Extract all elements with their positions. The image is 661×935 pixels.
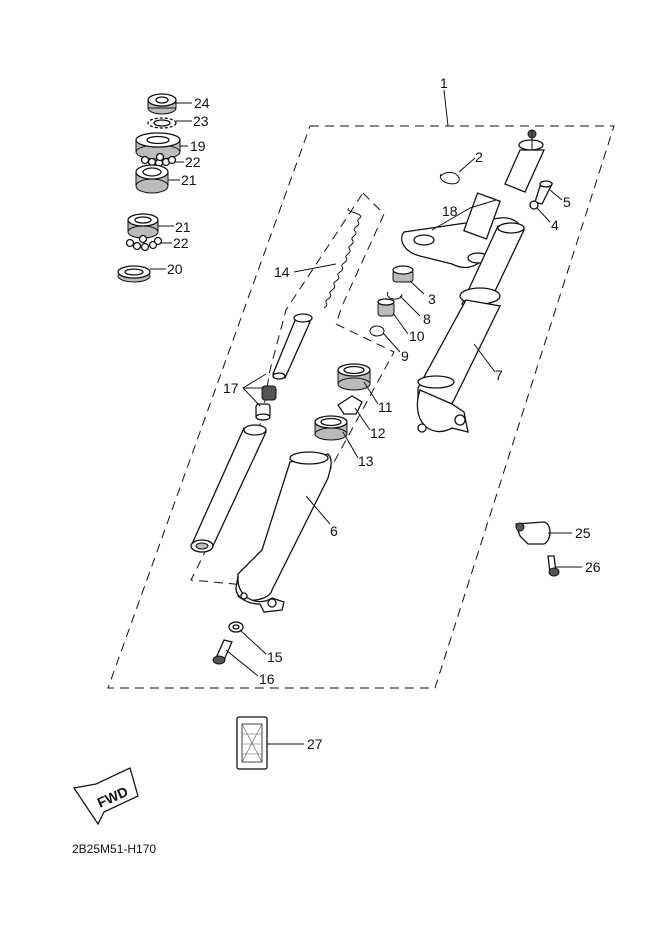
inner-assembly-boundary <box>190 192 395 588</box>
fork-assembly-7 <box>416 222 525 433</box>
label-plate-27 <box>236 716 268 770</box>
callout-6: 6 <box>330 523 338 539</box>
callout-14: 14 <box>274 264 290 280</box>
clip-12 <box>337 395 363 415</box>
callout-8: 8 <box>423 311 431 327</box>
callout-12: 12 <box>370 425 386 441</box>
callout-13: 13 <box>358 453 374 469</box>
callout-19: 19 <box>190 138 206 154</box>
under-bracket-18 <box>401 192 523 269</box>
callout-3: 3 <box>428 291 436 307</box>
callout-7: 7 <box>495 367 503 383</box>
copper-washer-15 <box>228 621 244 633</box>
callout-23: 23 <box>193 113 209 129</box>
callout-16: 16 <box>259 671 275 687</box>
callout-11: 11 <box>378 399 393 415</box>
callout-18: 18 <box>442 203 458 219</box>
leader-lines <box>150 89 582 745</box>
damper-rod <box>272 313 313 380</box>
ball-race-21-upper <box>135 164 169 194</box>
assembly-boundary <box>107 125 615 689</box>
dust-seal-13 <box>314 415 348 441</box>
callout-17: 17 <box>223 380 239 396</box>
callout-2: 2 <box>475 149 483 165</box>
bolt-5 <box>534 180 554 205</box>
washer-4 <box>529 200 539 210</box>
handlebar-holder <box>504 129 546 193</box>
ball-race-21-lower <box>127 213 159 239</box>
cap-bolt-3 <box>392 265 414 283</box>
callout-21-upper: 21 <box>181 172 197 188</box>
callout-numbers: 1 2 3 4 5 6 7 8 9 10 11 12 13 14 15 16 1… <box>167 75 601 752</box>
fork-spring-14 <box>323 207 362 309</box>
outer-tube-6 <box>235 451 332 613</box>
inner-tube <box>190 424 267 553</box>
callout-22-upper: 22 <box>185 154 201 170</box>
callout-22-lower: 22 <box>173 235 189 251</box>
ring-nut-24 <box>147 93 177 115</box>
callout-21-lower: 21 <box>175 219 191 235</box>
callout-25: 25 <box>575 525 591 541</box>
oil-seal-11 <box>337 363 371 391</box>
oil-lock-piece-17 <box>255 403 271 421</box>
bracket-25 <box>515 521 551 545</box>
callout-27: 27 <box>307 736 323 752</box>
circlip-8 <box>386 291 403 300</box>
callout-15: 15 <box>267 649 283 665</box>
snap-ring-2 <box>439 171 460 185</box>
callout-10: 10 <box>409 328 425 344</box>
diagram-code: 2B25M51-H170 <box>72 842 156 856</box>
lock-washer-23 <box>147 117 177 129</box>
balls-22-lower <box>125 234 163 252</box>
spacer-10 <box>377 298 395 317</box>
ball-race-19 <box>135 132 181 160</box>
o-ring-9 <box>369 325 385 337</box>
callout-4: 4 <box>551 217 559 233</box>
bolt-26 <box>547 555 560 577</box>
callout-9: 9 <box>401 348 409 364</box>
callout-20: 20 <box>167 261 183 277</box>
dust-seal-20 <box>117 265 151 283</box>
callout-26: 26 <box>585 559 601 575</box>
drain-bolt-16 <box>212 639 233 665</box>
fwd-arrow-icon: FWD <box>72 767 139 826</box>
callout-24: 24 <box>194 95 210 111</box>
callout-1: 1 <box>440 75 448 91</box>
callout-5: 5 <box>563 194 571 210</box>
rebound-spring-17 <box>261 385 277 401</box>
